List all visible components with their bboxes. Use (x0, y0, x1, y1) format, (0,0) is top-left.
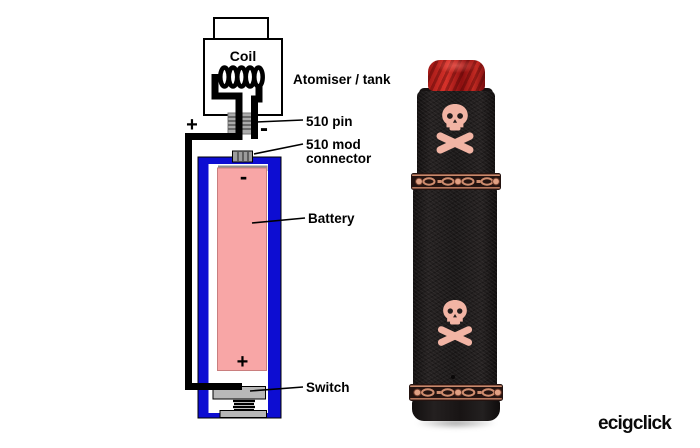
battery-shape (217, 167, 267, 371)
wire-plus-sign: + (186, 114, 198, 136)
bottom-cap-plate (219, 410, 267, 418)
coil-negative-leg (251, 84, 263, 139)
battery-leader (251, 217, 306, 224)
battery-label: Battery (308, 211, 355, 226)
mech-mod-photo (405, 55, 505, 433)
coil-label: Coil (230, 48, 256, 64)
mod-bottom-cap (412, 398, 500, 421)
pin-minus-sign: - (260, 115, 268, 142)
drip-tip-shape (213, 17, 269, 40)
battery-plus-sign: + (237, 351, 249, 373)
ecigclick-logo: ecigclick (598, 413, 672, 434)
mod-connector-label-1: 510 mod (306, 137, 361, 152)
skull-crossbones-icon (437, 299, 473, 346)
copper-band-bottom (409, 384, 503, 401)
red-drip-tip (428, 60, 485, 91)
skull-crossbones-icon (436, 104, 474, 154)
coil-drawing (218, 65, 265, 139)
pin-leader (255, 119, 304, 123)
510-mod-connector-shape (232, 150, 253, 163)
leader-lines (249, 119, 306, 392)
battery-minus-sign: - (240, 164, 247, 189)
switch-leader (249, 386, 304, 392)
positive-wire (185, 74, 243, 390)
mod-connector-label-2: connector (306, 151, 372, 166)
mod-tube-body (413, 188, 497, 394)
pin-label: 510 pin (306, 114, 353, 129)
connector-leader (253, 143, 304, 155)
vent-hole (451, 375, 455, 379)
atomiser-label: Atomiser / tank (293, 72, 391, 87)
copper-band-top (411, 173, 501, 190)
switch-label: Switch (306, 380, 350, 395)
